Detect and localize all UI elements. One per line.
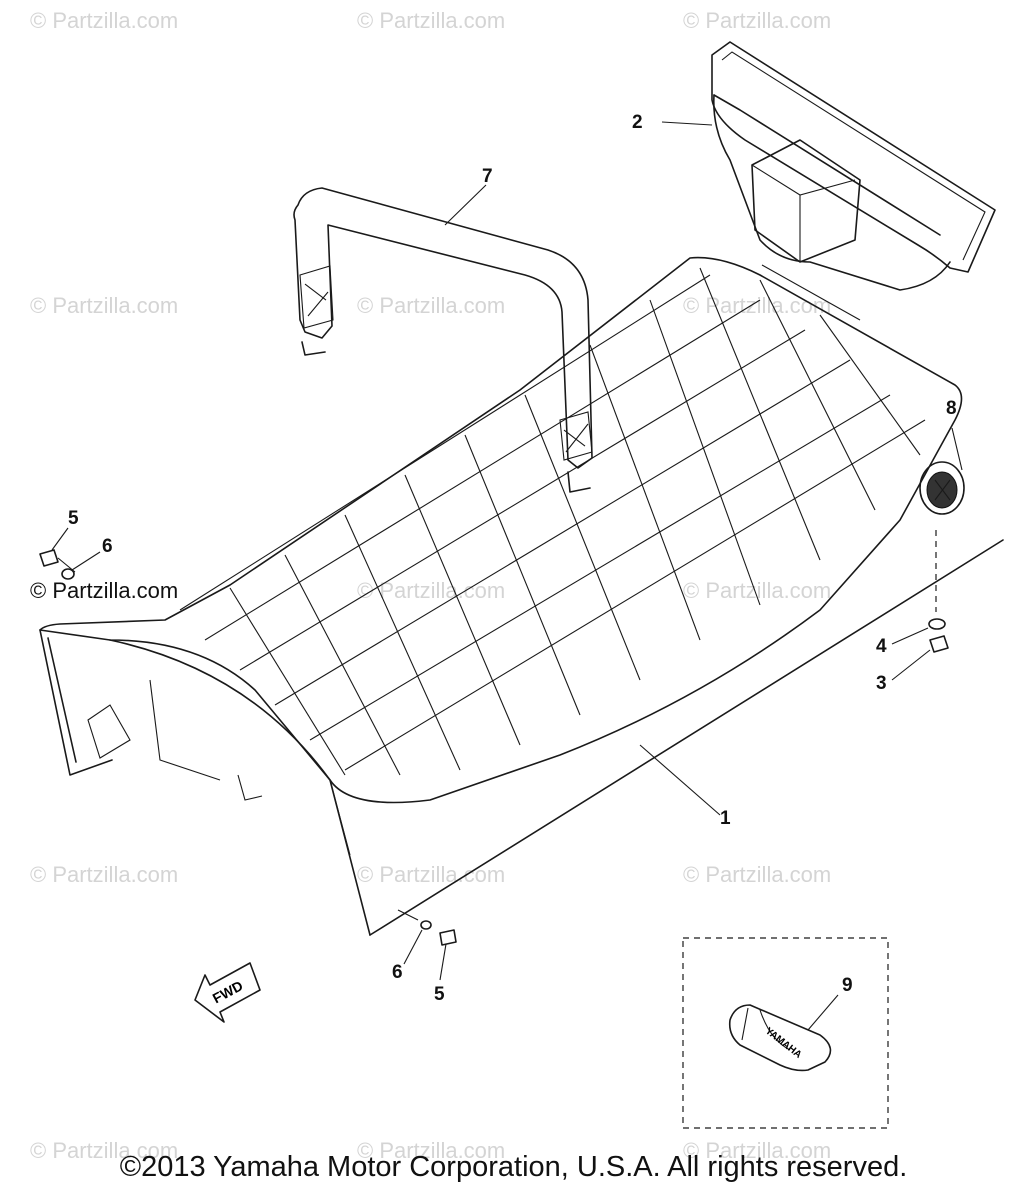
callout-5-left: 5: [68, 508, 79, 529]
watermark: © Partzilla.com: [357, 8, 506, 33]
callout-4: 4: [876, 636, 887, 657]
callout-8: 8: [946, 398, 957, 419]
toolkit-box: [682, 937, 889, 1129]
emblem: [919, 461, 965, 515]
callout-1: 1: [720, 808, 731, 829]
bolt-washer-left: [39, 549, 76, 580]
seat-assembly: [39, 256, 1004, 936]
backrest-pad: [711, 41, 996, 291]
bolt-washer-lower: [397, 909, 457, 946]
watermark: © Partzilla.com: [357, 1138, 506, 1163]
callout-9: 9: [842, 975, 853, 996]
callout-7: 7: [482, 166, 493, 187]
washer-nut-right: [928, 618, 949, 653]
watermark: © Partzilla.com: [683, 578, 832, 603]
callout-5-lower: 5: [434, 984, 445, 1005]
callout-2: 2: [632, 112, 643, 133]
callout-6-lower: 6: [392, 962, 403, 983]
watermark: © Partzilla.com: [683, 862, 832, 887]
watermark: © Partzilla.com: [357, 293, 506, 318]
watermark: © Partzilla.com: [683, 293, 832, 318]
seat-strap: [293, 187, 593, 493]
tool-pouch: YAMAHA: [728, 1004, 832, 1072]
callout-3: 3: [876, 673, 887, 694]
watermark: © Partzilla.com: [683, 8, 832, 33]
callout-6-left: 6: [102, 536, 113, 557]
watermark: © Partzilla.com: [30, 8, 179, 33]
fwd-arrow: FWD: [194, 962, 261, 1023]
pouch-text: YAMAHA: [763, 1026, 804, 1061]
watermark: © Partzilla.com: [683, 1138, 832, 1163]
watermark: © Partzilla.com: [30, 862, 179, 887]
site-label: © Partzilla.com: [30, 578, 179, 603]
copyright-notice: ©2013 Yamaha Motor Corporation, U.S.A. A…: [119, 1151, 908, 1183]
watermark: © Partzilla.com: [30, 293, 179, 318]
watermark: © Partzilla.com: [30, 1138, 179, 1163]
